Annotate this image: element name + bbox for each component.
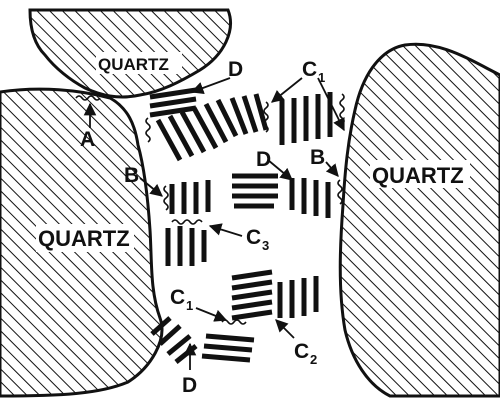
mica-flake-group-c1-top xyxy=(282,92,330,145)
label-d-top: D xyxy=(228,58,243,81)
label-c2-letter: C xyxy=(294,340,309,363)
label-c1-top-subscript: 1 xyxy=(318,70,325,85)
wavy-contact-b-center xyxy=(164,186,168,210)
quartz-left-label: QUARTZ xyxy=(38,226,130,251)
arrow-b-right xyxy=(326,162,338,176)
label-c2: C 2 xyxy=(294,340,317,367)
mica-flake-group-c3 xyxy=(168,226,204,266)
mica-flake-group-lower-horizontal xyxy=(232,272,272,318)
label-c1-top: C 1 xyxy=(302,58,325,85)
label-c1-lower: C 1 xyxy=(170,286,193,313)
label-c2-subscript: 2 xyxy=(310,352,317,367)
label-b-left: B xyxy=(124,164,139,187)
mica-flake-group-d-top xyxy=(150,90,196,115)
arrow-c2 xyxy=(276,320,294,338)
quartz-top-label: QUARTZ xyxy=(98,55,169,74)
wavy-contact-b-right xyxy=(338,180,342,204)
wavy-contact-c3 xyxy=(172,220,202,224)
label-c3: C 3 xyxy=(246,226,269,253)
mica-flake-group-b-right xyxy=(292,178,328,218)
mica-flake-group-bottom-horizontal xyxy=(202,336,254,360)
quartz-grain-right xyxy=(340,44,500,396)
label-c1-top-letter: C xyxy=(302,58,317,81)
wavy-contact-b-left xyxy=(146,118,150,142)
label-a: A xyxy=(80,128,95,151)
label-c1-lower-letter: C xyxy=(170,286,185,309)
arrow-c1-lower xyxy=(196,308,226,320)
label-d-bottom: D xyxy=(182,374,197,397)
wavy-contact-c1-right xyxy=(340,94,344,124)
label-c3-letter: C xyxy=(246,226,261,249)
mica-flake-group-c2 xyxy=(280,276,316,318)
label-c3-subscript: 3 xyxy=(262,238,269,253)
label-c1-lower-subscript: 1 xyxy=(186,298,193,313)
label-b-right: B xyxy=(310,146,325,169)
label-d-center: D xyxy=(256,148,271,171)
arrow-c3 xyxy=(210,226,242,236)
quartz-right-label: QUARTZ xyxy=(372,163,464,188)
arrow-c1-top-left xyxy=(272,78,302,102)
arrow-d-top xyxy=(192,78,230,92)
mica-flake-group-center xyxy=(172,180,208,214)
mica-flake-group-center-horizontal xyxy=(232,176,278,206)
